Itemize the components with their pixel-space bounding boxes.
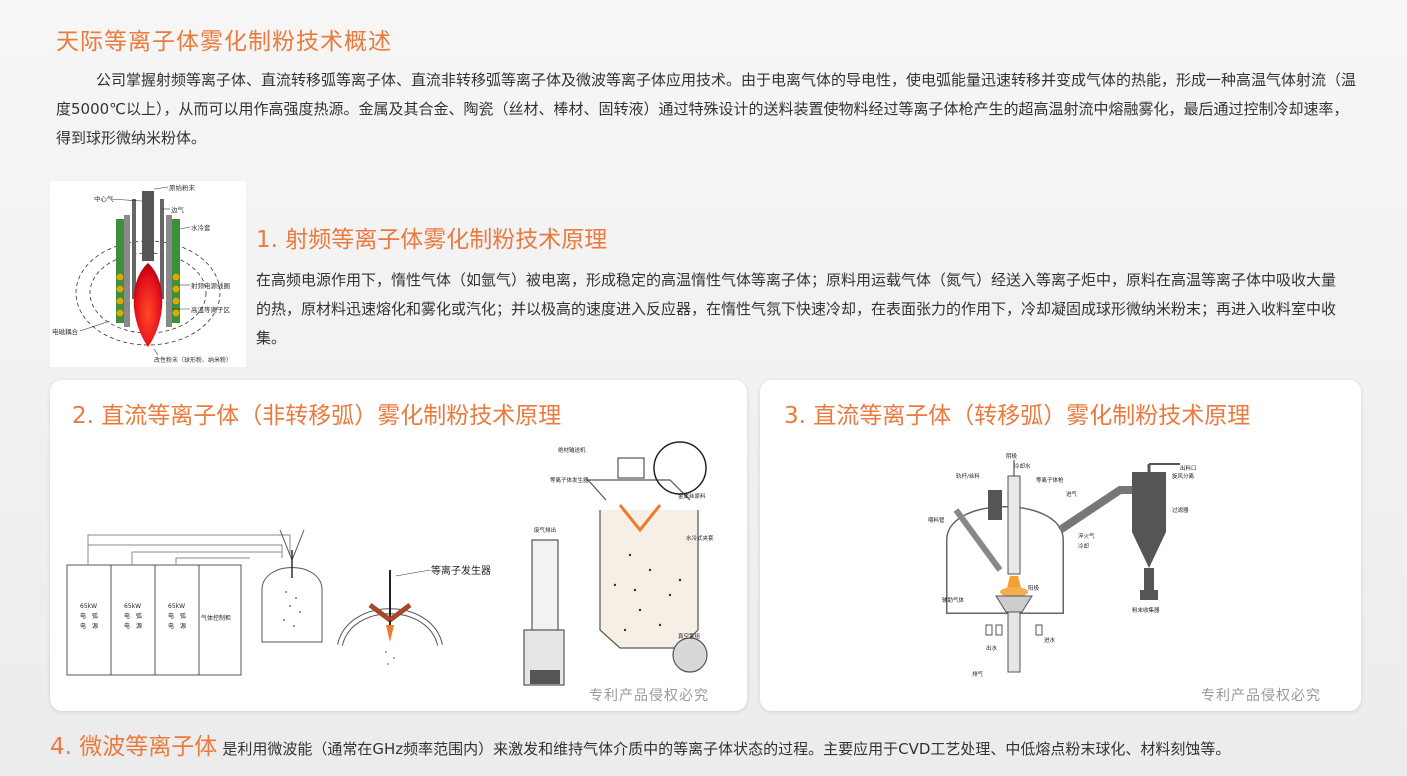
label-drain: 排气 xyxy=(972,670,984,678)
card-dc-transferred: 3. 直流等离子体（转移弧）雾化制粉技术原理 阴极 冷却水 轨杆/丝料 xyxy=(760,380,1361,711)
label-aux-gas: 辅助气体 xyxy=(942,596,965,604)
label-metal-wire: 金属丝原料 xyxy=(678,492,706,500)
intro-paragraph: 公司掌握射频等离子体、直流转移弧等离子体、直流非转移弧等离子体及微波等离子体应用… xyxy=(56,71,1357,147)
label-vacuum-pump: 真空泵组 xyxy=(678,632,701,640)
label-inlet: 进气 xyxy=(1066,490,1078,498)
section4-title: 4. 微波等离子体 xyxy=(50,734,218,760)
label-raw-powder: 原始粉末 xyxy=(169,183,196,192)
label-feed-motor: 轨杆/丝料 xyxy=(956,472,980,480)
label-inlet-bottom: 进水 xyxy=(1044,636,1056,644)
label-filter: 过滤器 xyxy=(1172,506,1189,514)
power-unit-3-line2: 电 弧 xyxy=(168,612,186,620)
label-wire-feed: 绝材输送机 xyxy=(558,446,586,454)
label-outlet-bottom: 出水 xyxy=(986,644,998,652)
section1-body: 在高频电源作用下，惰性气体（如氩气）被电离，形成稳定的高温惰性气体等离子体；原料… xyxy=(256,271,1337,347)
label-torch-body: 等离子体枪 xyxy=(1036,476,1064,484)
label-quench-gas: 淬火气 xyxy=(1078,532,1095,540)
gas-cabinet-label: 气体控制柜 xyxy=(201,614,231,622)
power-unit-2-line2: 电 弧 xyxy=(124,612,142,620)
label-product: 改性粉末（球形粉、纳米粉） xyxy=(154,356,232,364)
section2-title: 2. 直流等离子体（非转移弧）雾化制粉技术原理 xyxy=(72,403,562,429)
power-unit-1-line3: 电 源 xyxy=(80,622,98,630)
page-title: 天际等离子体雾化制粉技术概述 xyxy=(56,29,392,55)
dc-non-transferred-diagram: 65kW 电 弧 电 源 65kW 电 弧 电 源 65kW 电 弧 电 源 气… xyxy=(66,441,714,686)
section4-body: 是利用微波能（通常在GHz频率范围内）来激发和维持气体介质中的等离子体状态的过程… xyxy=(222,740,1231,758)
section4: 4. 微波等离子体 是利用微波能（通常在GHz频率范围内）来激发和维持气体介质中… xyxy=(50,727,1390,761)
label-torch: 等离子体发生器 xyxy=(550,476,589,484)
power-unit-1-line2: 电 弧 xyxy=(80,612,98,620)
patent-notice: 专利产品侵权必究 xyxy=(589,688,709,704)
plasma-generator-label: 等离子发生器 xyxy=(431,564,491,577)
patent-notice: 专利产品侵权必究 xyxy=(1201,688,1321,704)
label-powder-out: 出料口 xyxy=(1180,464,1197,472)
power-unit-3-line1: 65kW xyxy=(168,603,185,610)
label-collector: 粉末收集器 xyxy=(1132,606,1160,614)
label-hot-zone: 高温等离子区 xyxy=(191,305,231,314)
label-cooling-water: 冷却水 xyxy=(1014,462,1031,470)
label-coupling: 电磁耦合 xyxy=(52,327,79,336)
label-exhaust: 废气排出 xyxy=(534,526,556,534)
rf-torch-diagram: 中心气 原始粉末 边气 水冷套 射频电源线圈 高温等离子区 电磁耦合 改性粉末（… xyxy=(50,181,246,367)
label-center-gas: 中心气 xyxy=(94,194,114,203)
label-water-jacket: 水冷套 xyxy=(191,223,211,232)
card-dc-non-transferred: 2. 直流等离子体（非转移弧）雾化制粉技术原理 xyxy=(50,380,747,711)
label-anode: 阳极 xyxy=(1028,584,1040,592)
label-cooling: 冷却 xyxy=(1078,542,1090,550)
dc-transferred-diagram: 阴极 冷却水 轨杆/丝料 等离子体枪 喂料管 进气 出料口 旋风分离 过滤器 粉… xyxy=(928,452,1197,678)
section3-title: 3. 直流等离子体（转移弧）雾化制粉技术原理 xyxy=(784,403,1251,429)
label-cyclone: 旋风分离 xyxy=(1172,472,1195,480)
power-unit-2-line3: 电 源 xyxy=(124,622,142,630)
label-rf-coil: 射频电源线圈 xyxy=(191,281,230,290)
label-cathode: 阴极 xyxy=(1006,452,1018,460)
power-unit-3-line3: 电 源 xyxy=(168,622,186,630)
power-unit-1-line1: 65kW xyxy=(80,603,97,610)
power-unit-2-line1: 65kW xyxy=(124,603,141,610)
label-feed-rod: 喂料管 xyxy=(928,516,945,524)
label-cooling-jacket: 水冷式夹套 xyxy=(686,534,714,542)
label-side-gas: 边气 xyxy=(171,205,185,214)
section1-title: 1. 射频等离子体雾化制粉技术原理 xyxy=(256,227,608,253)
